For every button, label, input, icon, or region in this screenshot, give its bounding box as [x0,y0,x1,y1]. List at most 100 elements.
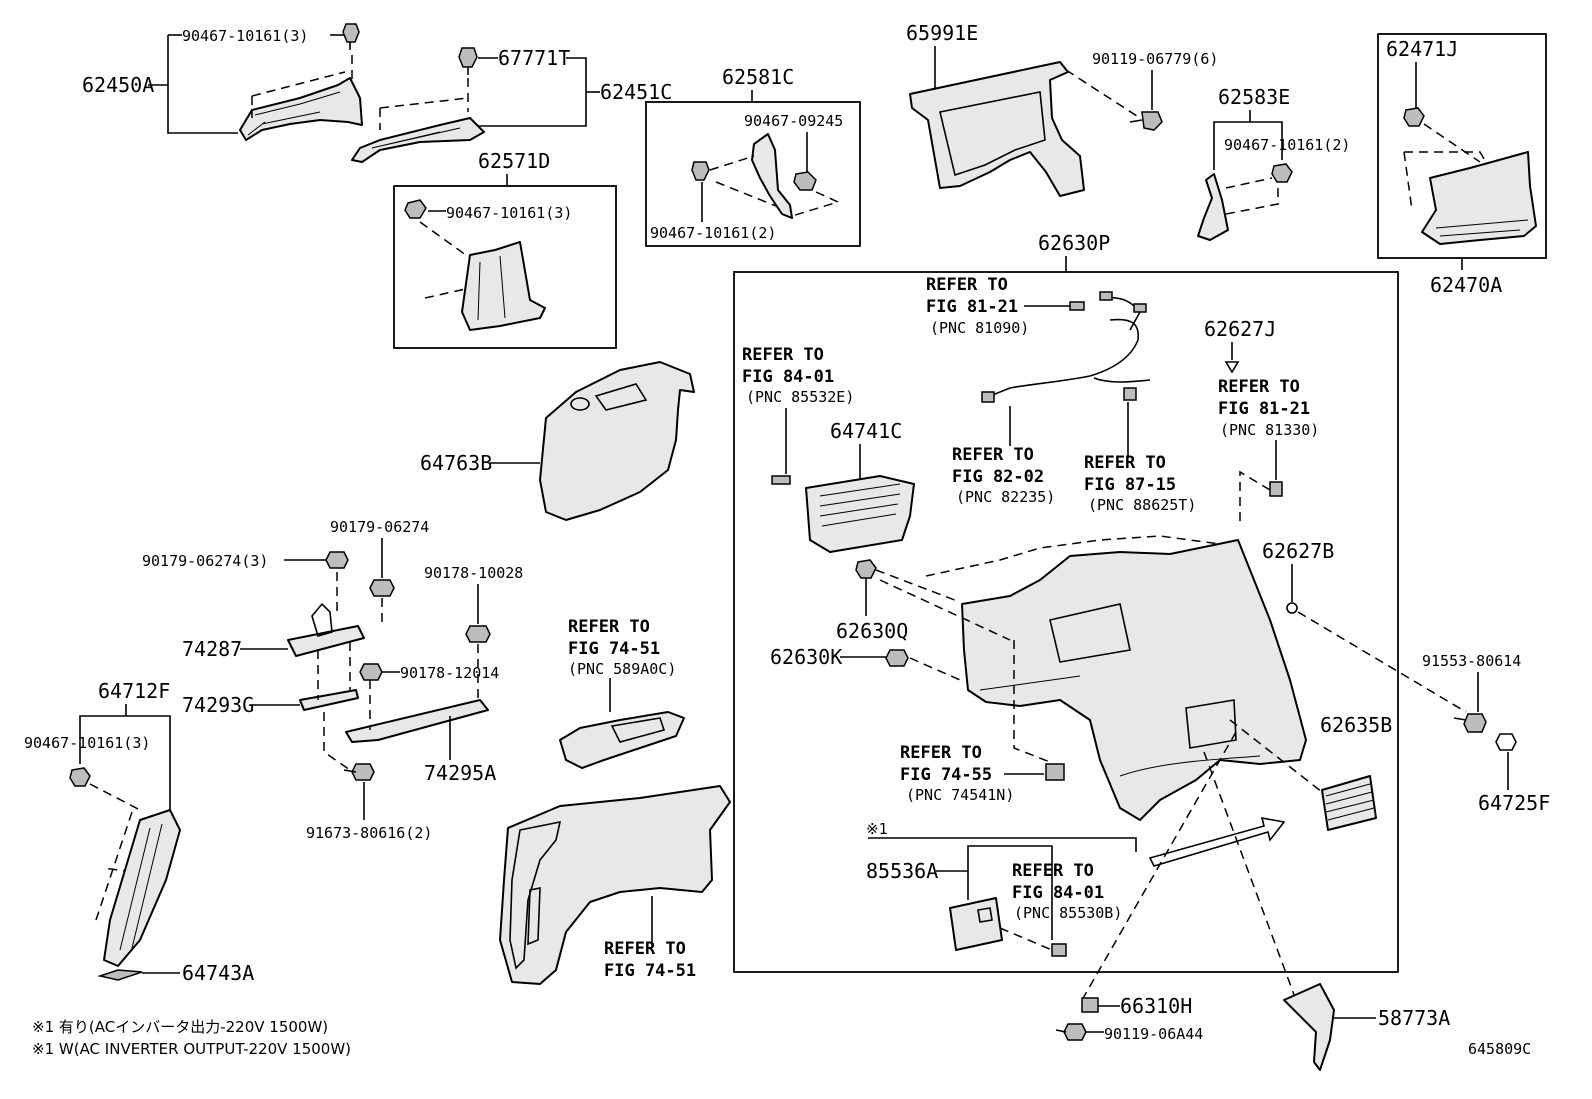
label-64763B: 64763B [420,451,492,475]
bracket-74295A [345,699,489,743]
label-64741C: 64741C [830,419,902,443]
label-64743A: 64743A [182,961,254,985]
group-65991E: 65991E 90119-06779(6) [906,21,1218,197]
ref-line3: (PNC 85530B) [1014,904,1122,922]
label-90467-09245: 90467-09245 [744,112,843,130]
label-64725F: 64725F [1478,791,1550,815]
trim-piece-62571D [461,241,546,331]
label-62450A: 62450A [82,73,154,97]
ref-line1: REFER TO [604,939,686,959]
ref-line2: FIG 84-01 [742,367,834,387]
label-90178-10028: 90178-10028 [424,564,523,582]
ref-line2: FIG 87-15 [1084,475,1176,495]
label-90119-06779-6: 90119-06779(6) [1092,50,1218,68]
ref-line3: (PNC 589A0C) [568,660,676,678]
arrow-icon [1148,816,1286,867]
nut-icon [325,551,349,569]
label-90467-10161-2-a: 90467-10161(2) [650,224,776,242]
ref-line1: REFER TO [742,345,824,365]
label-62630Q: 62630Q [836,619,908,643]
ref-line2: FIG 81-21 [926,297,1018,317]
label-74295A: 74295A [424,761,496,785]
footnotes: ※1 有り(ACインバータ出力-220V 1500W) ※1 W(AC INVE… [32,1018,1531,1058]
label-62571D: 62571D [478,149,550,173]
ref-line3: (PNC 74541N) [906,786,1014,804]
trim-piece-58773A [1283,983,1335,1071]
group-64763B: 64763B [420,361,695,521]
bolt-icon [1453,713,1487,733]
ref-line2: FIG 74-55 [900,765,992,785]
trim-piece-62470A [1421,151,1537,245]
ref-line1: REFER TO [568,617,650,637]
ref-line1: REFER TO [1084,453,1166,473]
trim-piece-62450A [239,77,363,141]
mark-1: ※1 [866,820,888,838]
ref-line3: (PNC 88625T) [1088,496,1196,514]
clip-icon [342,23,360,50]
ref-line1: REFER TO [952,445,1034,465]
label-90179-06274: 90179-06274 [330,518,429,536]
label-58773A: 58773A [1378,1006,1450,1030]
ref-line2: FIG 81-21 [1218,399,1310,419]
label-62627B: 62627B [1262,539,1334,563]
ref-line2: FIG 82-02 [952,467,1044,487]
nut-icon [369,579,395,597]
group-62451C: 67771T 62451C [351,46,672,163]
label-74287: 74287 [182,637,242,661]
group-74287: 90179-06274 90179-06274(3) 90178-10028 7… [142,518,523,842]
nut-icon [359,663,383,681]
ref-line1: REFER TO [1218,377,1300,397]
wire-harness [989,296,1151,397]
group-62470A: 62471J 62470A [1377,33,1547,297]
label-91673-80616-2: 91673-80616(2) [306,824,432,842]
label-62470A: 62470A [1430,273,1502,297]
clip-icon [691,161,710,181]
label-90178-12014: 90178-12014 [400,664,499,682]
label-90467-10161-3-b: 90467-10161(3) [446,204,572,222]
frame-65991E [909,61,1085,197]
bolt-icon [1055,1023,1087,1041]
label-62581C: 62581C [722,65,794,89]
nut-icon [465,625,491,643]
group-62630P: 62630P REFER TO FIG 81-21 (PNC 81090) RE… [733,231,1467,973]
ref-line3: (PNC 82235) [956,488,1055,506]
ref-line1: REFER TO [1012,861,1094,881]
group-62581C: 62581C 90467-09245 90467-10161(2) [645,65,861,247]
bracket-62581C [751,133,793,219]
group-bottom: 66310H 90119-06A44 58773A [1055,731,1450,1071]
ref-line1: REFER TO [900,743,982,763]
clip-icon [1271,163,1293,183]
ref-line2: FIG 74-51 [568,639,660,659]
console-part-589A0C [559,711,685,769]
bolt-icon [343,763,375,781]
cover-64763B [539,361,695,521]
label-62451C: 62451C [600,80,672,104]
grille-62635B [1321,775,1377,831]
ref-line2: FIG 84-01 [1012,883,1104,903]
note-en: ※1 W(AC INVERTER OUTPUT-220V 1500W) [32,1040,351,1058]
label-90119-06A44: 90119-06A44 [1104,1025,1203,1043]
label-85536A: 85536A [866,859,938,883]
trim-piece-62451C [351,117,485,163]
label-90467-10161-3-c: 90467-10161(3) [24,734,150,752]
ref-fig-74-51-a: REFER TO FIG 74-51 (PNC 589A0C) [559,617,685,769]
quarter-panel-62630P [961,539,1307,821]
label-62627J: 62627J [1204,317,1276,341]
label-64712F: 64712F [98,679,170,703]
label-66310H: 66310H [1120,994,1192,1018]
label-62630P: 62630P [1038,231,1110,255]
outlet-85536A [949,897,1003,951]
trim-piece-64712F [103,809,181,967]
box-62630P [733,271,1399,973]
group-62571D: 62571D 90467-10161(3) [393,149,617,349]
group-62583E: 62583E 90467-10161(2) [1197,85,1350,241]
bolt-icon [1129,111,1163,131]
bolt-icon [885,649,909,667]
clip-icon [793,171,817,191]
clip-icon [404,199,427,219]
ref-line2: FIG 74-51 [604,961,696,981]
bracket-74287 [287,625,365,657]
vent-64741C [805,475,915,553]
ref-line1: REFER TO [926,275,1008,295]
